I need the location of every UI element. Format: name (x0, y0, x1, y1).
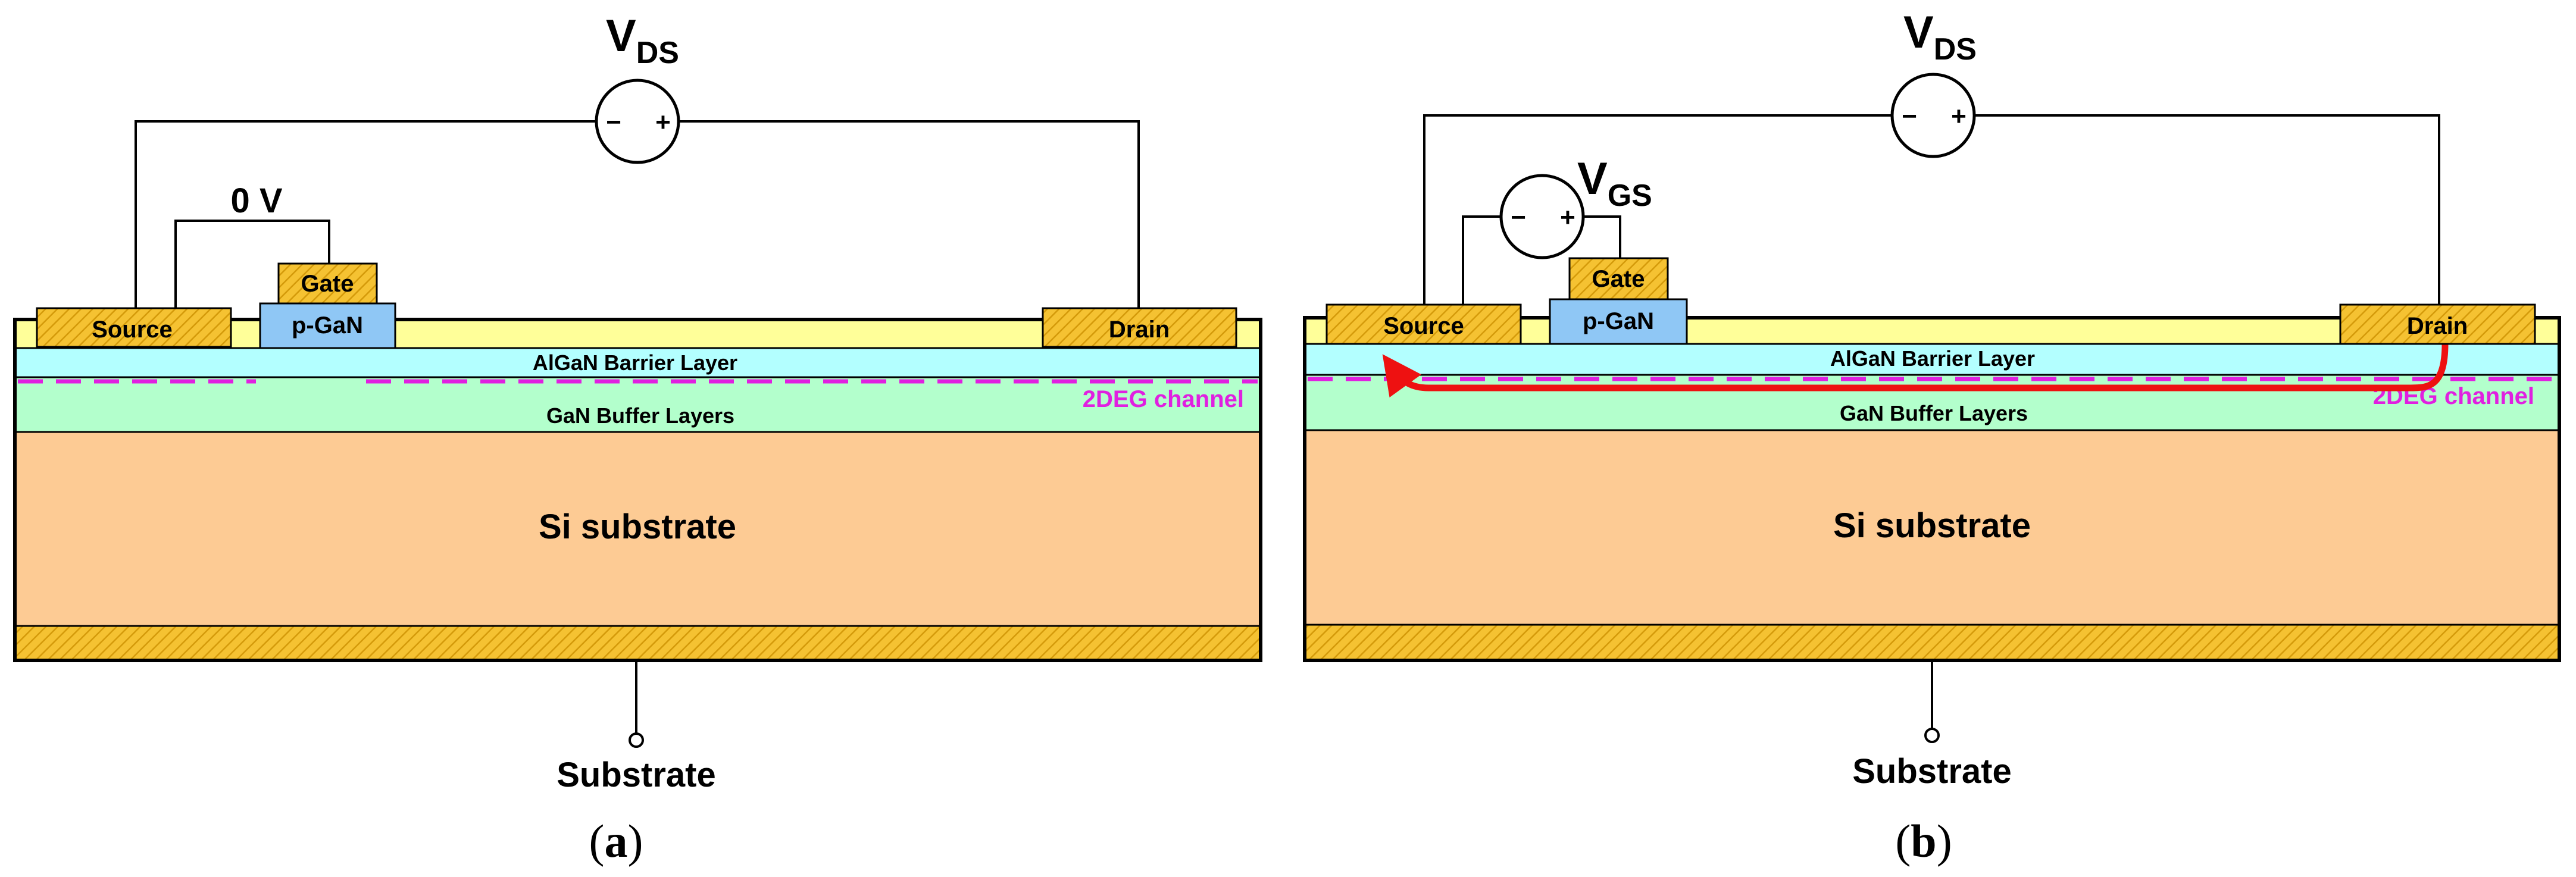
vds-wire-right-a (679, 120, 1140, 308)
buffer-label-a: GaN Buffer Layers (546, 403, 734, 428)
vgs-label-b: VGS (1577, 154, 1652, 213)
buffer-layer-a (14, 376, 1262, 433)
device-stack-a: AlGaN Barrier Layer 2DEG channel GaN Buf… (13, 318, 1262, 662)
substrate-terminal-a (629, 732, 644, 748)
panel-a: AlGaN Barrier Layer 2DEG channel GaN Buf… (13, 11, 1262, 867)
substrate-label-a: Si substrate (539, 508, 736, 546)
vds-minus-b: − (1902, 102, 1917, 131)
substrate-terminal-label-b: Substrate (1852, 752, 2012, 791)
si-substrate-a (14, 431, 1262, 627)
channel-label-a: 2DEG channel (1083, 386, 1244, 412)
barrier-layer-a (14, 347, 1262, 378)
substrate-terminal-label-a: Substrate (557, 756, 716, 794)
vds-plus-a: + (655, 108, 671, 137)
drain-contact-b (2339, 303, 2536, 345)
panel-b: AlGaN Barrier Layer 2DEG channel GaN Buf… (1303, 7, 2561, 867)
vds-source-symbol-b (1890, 73, 1976, 158)
buffer-layer-b (1303, 374, 2561, 431)
vgs-plus-b: + (1560, 203, 1575, 232)
source-label-a: Source (92, 317, 173, 343)
vds-source-symbol-a (595, 79, 680, 164)
gate-contact-b (1568, 257, 1669, 300)
pgan-label-a: p-GaN (292, 312, 363, 339)
buffer-label-b: GaN Buffer Layers (1840, 401, 2028, 425)
drain-contact-a (1042, 307, 1237, 348)
current-flow-arrow-b (1382, 343, 2449, 398)
gate-label-b: Gate (1592, 266, 1645, 292)
barrier-label-b: AlGaN Barrier Layer (1830, 346, 2035, 371)
vds-label-b: VDS (1903, 7, 1977, 67)
vds-wire-a (135, 120, 597, 308)
vds-minus-a: − (606, 108, 621, 137)
gate-voltage-label-a: 0 V (230, 181, 282, 220)
substrate-label-b: Si substrate (1833, 506, 2031, 545)
vgs-wire-right-b (1583, 215, 1621, 258)
gate-label-a: Gate (301, 271, 354, 297)
source-label-b: Source (1383, 313, 1464, 339)
caption-a: (a) (589, 815, 643, 867)
vds-label-a: VDS (606, 11, 679, 70)
source-contact-a (36, 307, 232, 348)
gate-short-wire-a (174, 220, 330, 308)
barrier-layer-b (1303, 343, 2561, 376)
pgan-label-b: p-GaN (1583, 308, 1654, 334)
vgs-minus-b: − (1511, 203, 1526, 232)
drain-label-b: Drain (2407, 313, 2468, 339)
back-contact-b (1303, 624, 2561, 662)
device-outline-a (13, 318, 1262, 662)
back-contact-a (14, 625, 1262, 662)
vds-wire-right-b (1974, 114, 2440, 305)
pgan-layer-a (259, 302, 396, 349)
device-stack-b: AlGaN Barrier Layer 2DEG channel GaN Buf… (1303, 316, 2561, 662)
si-substrate-b (1303, 429, 2561, 626)
vds-plus-b: + (1951, 102, 1967, 131)
barrier-label-a: AlGaN Barrier Layer (533, 350, 737, 375)
drain-label-a: Drain (1109, 317, 1170, 343)
vds-wire-b (1423, 114, 1893, 305)
caption-b: (b) (1895, 815, 1952, 867)
substrate-terminal-b (1924, 728, 1940, 743)
vgs-source-symbol-b (1499, 174, 1585, 259)
gate-contact-a (277, 262, 378, 305)
vgs-wire-left-b (1462, 215, 1501, 305)
